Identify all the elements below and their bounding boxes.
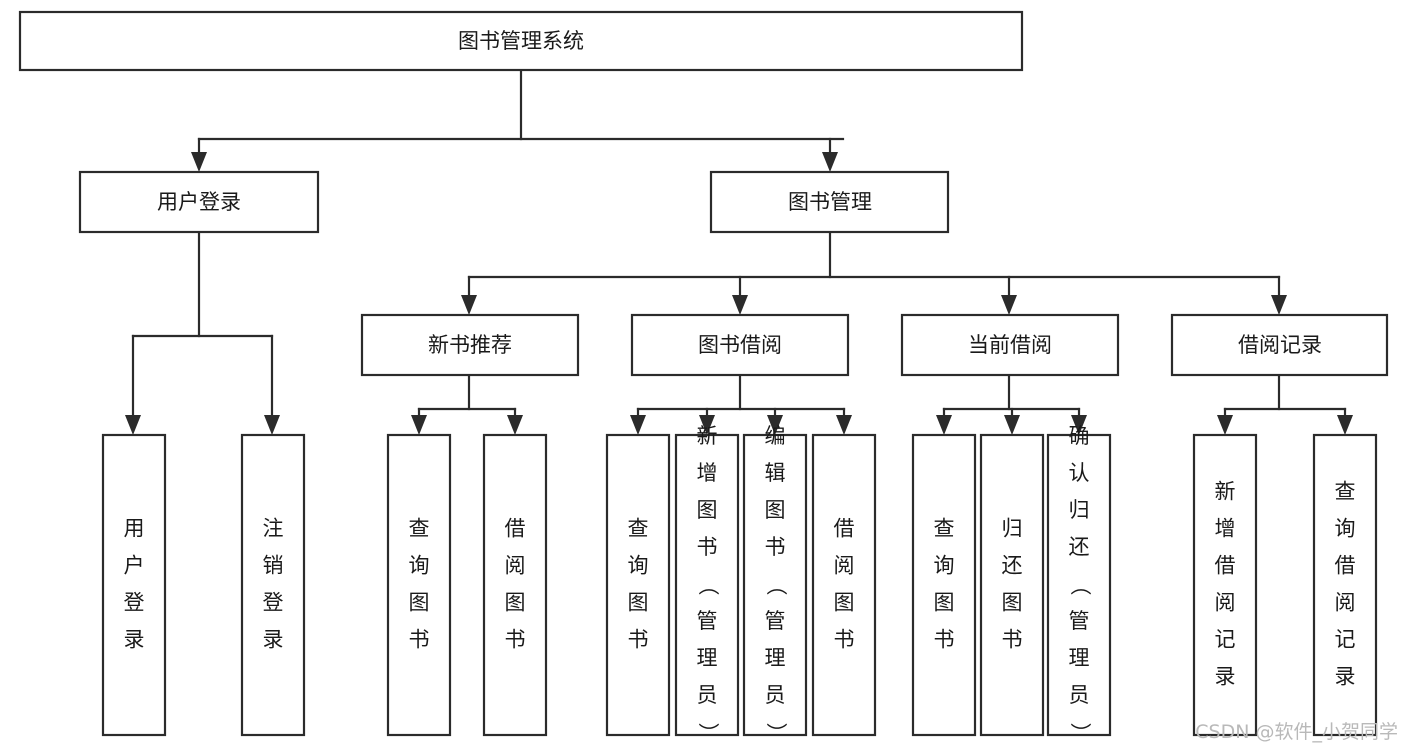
node-root[interactable]: 图书管理系统	[18, 10, 1024, 72]
arrow-cb-c1	[936, 415, 952, 435]
leaf-current-borrow-1-box[interactable]	[979, 433, 1045, 737]
arrow-bm-c2	[732, 295, 748, 315]
leaf-new-book-0-label: 查询图书	[409, 517, 430, 652]
node-user-login[interactable]: 用户登录	[78, 170, 320, 234]
leaf-user-login-0-label: 用户登录	[124, 517, 145, 652]
arrow-bm-c3	[1001, 295, 1017, 315]
node-book-manage-box[interactable]	[709, 170, 950, 234]
leaf-current-borrow-2-label: 确认归还管理员	[1069, 424, 1090, 707]
leaf-new-book-0-box[interactable]	[386, 433, 452, 737]
node-book-manage-label: 图书管理	[788, 190, 872, 214]
node-user-login-label: 用户登录	[157, 190, 241, 214]
node-current-borrow-box[interactable]	[900, 313, 1120, 377]
leaf-current-borrow-0[interactable]: 查询图书	[911, 433, 977, 737]
node-user-login-box[interactable]	[78, 170, 320, 234]
leaf-label-char: ）	[764, 723, 788, 744]
node-new-book-recommend-label: 新书推荐	[428, 333, 512, 357]
leaf-label-char: （	[1068, 575, 1092, 596]
leaf-current-borrow-1-label: 归还图书	[1002, 517, 1023, 652]
arrow-br-c2	[1337, 415, 1353, 435]
node-book-borrow-box[interactable]	[630, 313, 850, 377]
leaf-new-book-0[interactable]: 查询图书	[386, 433, 452, 737]
leaf-user-login-1-label: 注销登录	[263, 517, 284, 652]
leaf-book-borrow-0-box[interactable]	[605, 433, 671, 737]
leaf-user-login-1-box[interactable]	[240, 433, 306, 737]
leaf-book-borrow-0-label: 查询图书	[628, 517, 649, 652]
leaf-borrow-record-0-label: 新增借阅记录	[1215, 480, 1236, 689]
leaf-current-borrow-0-label: 查询图书	[934, 517, 955, 652]
leaf-user-login-0-box[interactable]	[101, 433, 167, 737]
node-book-manage[interactable]: 图书管理	[709, 170, 950, 234]
arrow-br-c1	[1217, 415, 1233, 435]
arrow-bm-c4	[1271, 295, 1287, 315]
leaf-user-login-0[interactable]: 用户登录	[101, 433, 167, 737]
arrow-ul-c1	[125, 415, 141, 435]
leaf-book-borrow-1-box[interactable]	[674, 433, 740, 737]
node-root-label: 图书管理系统	[458, 29, 584, 53]
leaf-book-borrow-1-label: 新增图书管理员	[697, 424, 718, 707]
node-book-borrow-label: 图书借阅	[698, 333, 782, 357]
leaf-borrow-record-0[interactable]: 新增借阅记录	[1192, 433, 1258, 737]
edges-layer	[125, 68, 1353, 435]
leaf-book-borrow-0[interactable]: 查询图书	[605, 433, 671, 737]
leaf-book-borrow-3[interactable]: 借阅图书	[811, 433, 877, 737]
arrow-cb-c2	[1004, 415, 1020, 435]
node-borrow-record-label: 借阅记录	[1238, 333, 1322, 357]
leaf-book-borrow-2-box[interactable]	[742, 433, 808, 737]
leaf-current-borrow-1[interactable]: 归还图书	[979, 433, 1045, 737]
leaf-current-borrow-2[interactable]: 确认归还管理员 （ ）	[1046, 424, 1112, 744]
leaf-book-borrow-3-box[interactable]	[811, 433, 877, 737]
leaf-label-char: ）	[696, 723, 720, 744]
leaf-label-char: ）	[1068, 723, 1092, 744]
node-current-borrow-label: 当前借阅	[968, 333, 1052, 357]
arrow-cb-c3	[1071, 415, 1087, 435]
node-root-box[interactable]	[18, 10, 1024, 72]
node-new-book-recommend-box[interactable]	[360, 313, 580, 377]
leaf-new-book-1[interactable]: 借阅图书	[482, 433, 548, 737]
leaf-new-book-1-box[interactable]	[482, 433, 548, 737]
arrow-book-manage	[822, 152, 838, 172]
arrow-bm-c1	[461, 295, 477, 315]
leaf-book-borrow-3-label: 借阅图书	[834, 517, 855, 652]
leaf-book-borrow-2[interactable]: 编辑图书管理员 （ ）	[742, 424, 808, 744]
leaf-label-char: （	[764, 575, 788, 596]
arrow-bb-c4	[836, 415, 852, 435]
arrow-bb-c1	[630, 415, 646, 435]
leaf-book-borrow-2-label: 编辑图书管理员	[765, 424, 786, 707]
watermark-label: CSDN @软件_小贺同学	[1195, 721, 1398, 743]
leaf-user-login-1[interactable]: 注销登录	[240, 433, 306, 737]
node-new-book-recommend[interactable]: 新书推荐	[360, 313, 580, 377]
arrow-ul-c2	[264, 415, 280, 435]
leaf-borrow-record-1-box[interactable]	[1312, 433, 1378, 737]
leaf-borrow-record-1-label: 查询借阅记录	[1335, 480, 1356, 689]
arrow-nb-c2	[507, 415, 523, 435]
node-borrow-record-box[interactable]	[1170, 313, 1389, 377]
leaf-book-borrow-1[interactable]: 新增图书管理员 （ ）	[674, 424, 740, 744]
leaf-current-borrow-0-box[interactable]	[911, 433, 977, 737]
leaf-borrow-record-1[interactable]: 查询借阅记录	[1312, 433, 1378, 737]
arrow-user-login	[191, 152, 207, 172]
leaf-borrow-record-0-box[interactable]	[1192, 433, 1258, 737]
leaf-current-borrow-2-box[interactable]	[1046, 433, 1112, 737]
node-book-borrow[interactable]: 图书借阅	[630, 313, 850, 377]
arrow-bb-c2	[699, 415, 715, 435]
leaf-new-book-1-label: 借阅图书	[505, 517, 526, 652]
arrow-bb-c3	[767, 415, 783, 435]
node-borrow-record[interactable]: 借阅记录	[1170, 313, 1389, 377]
arrow-nb-c1	[411, 415, 427, 435]
leaf-label-char: （	[696, 575, 720, 596]
node-current-borrow[interactable]: 当前借阅	[900, 313, 1120, 377]
